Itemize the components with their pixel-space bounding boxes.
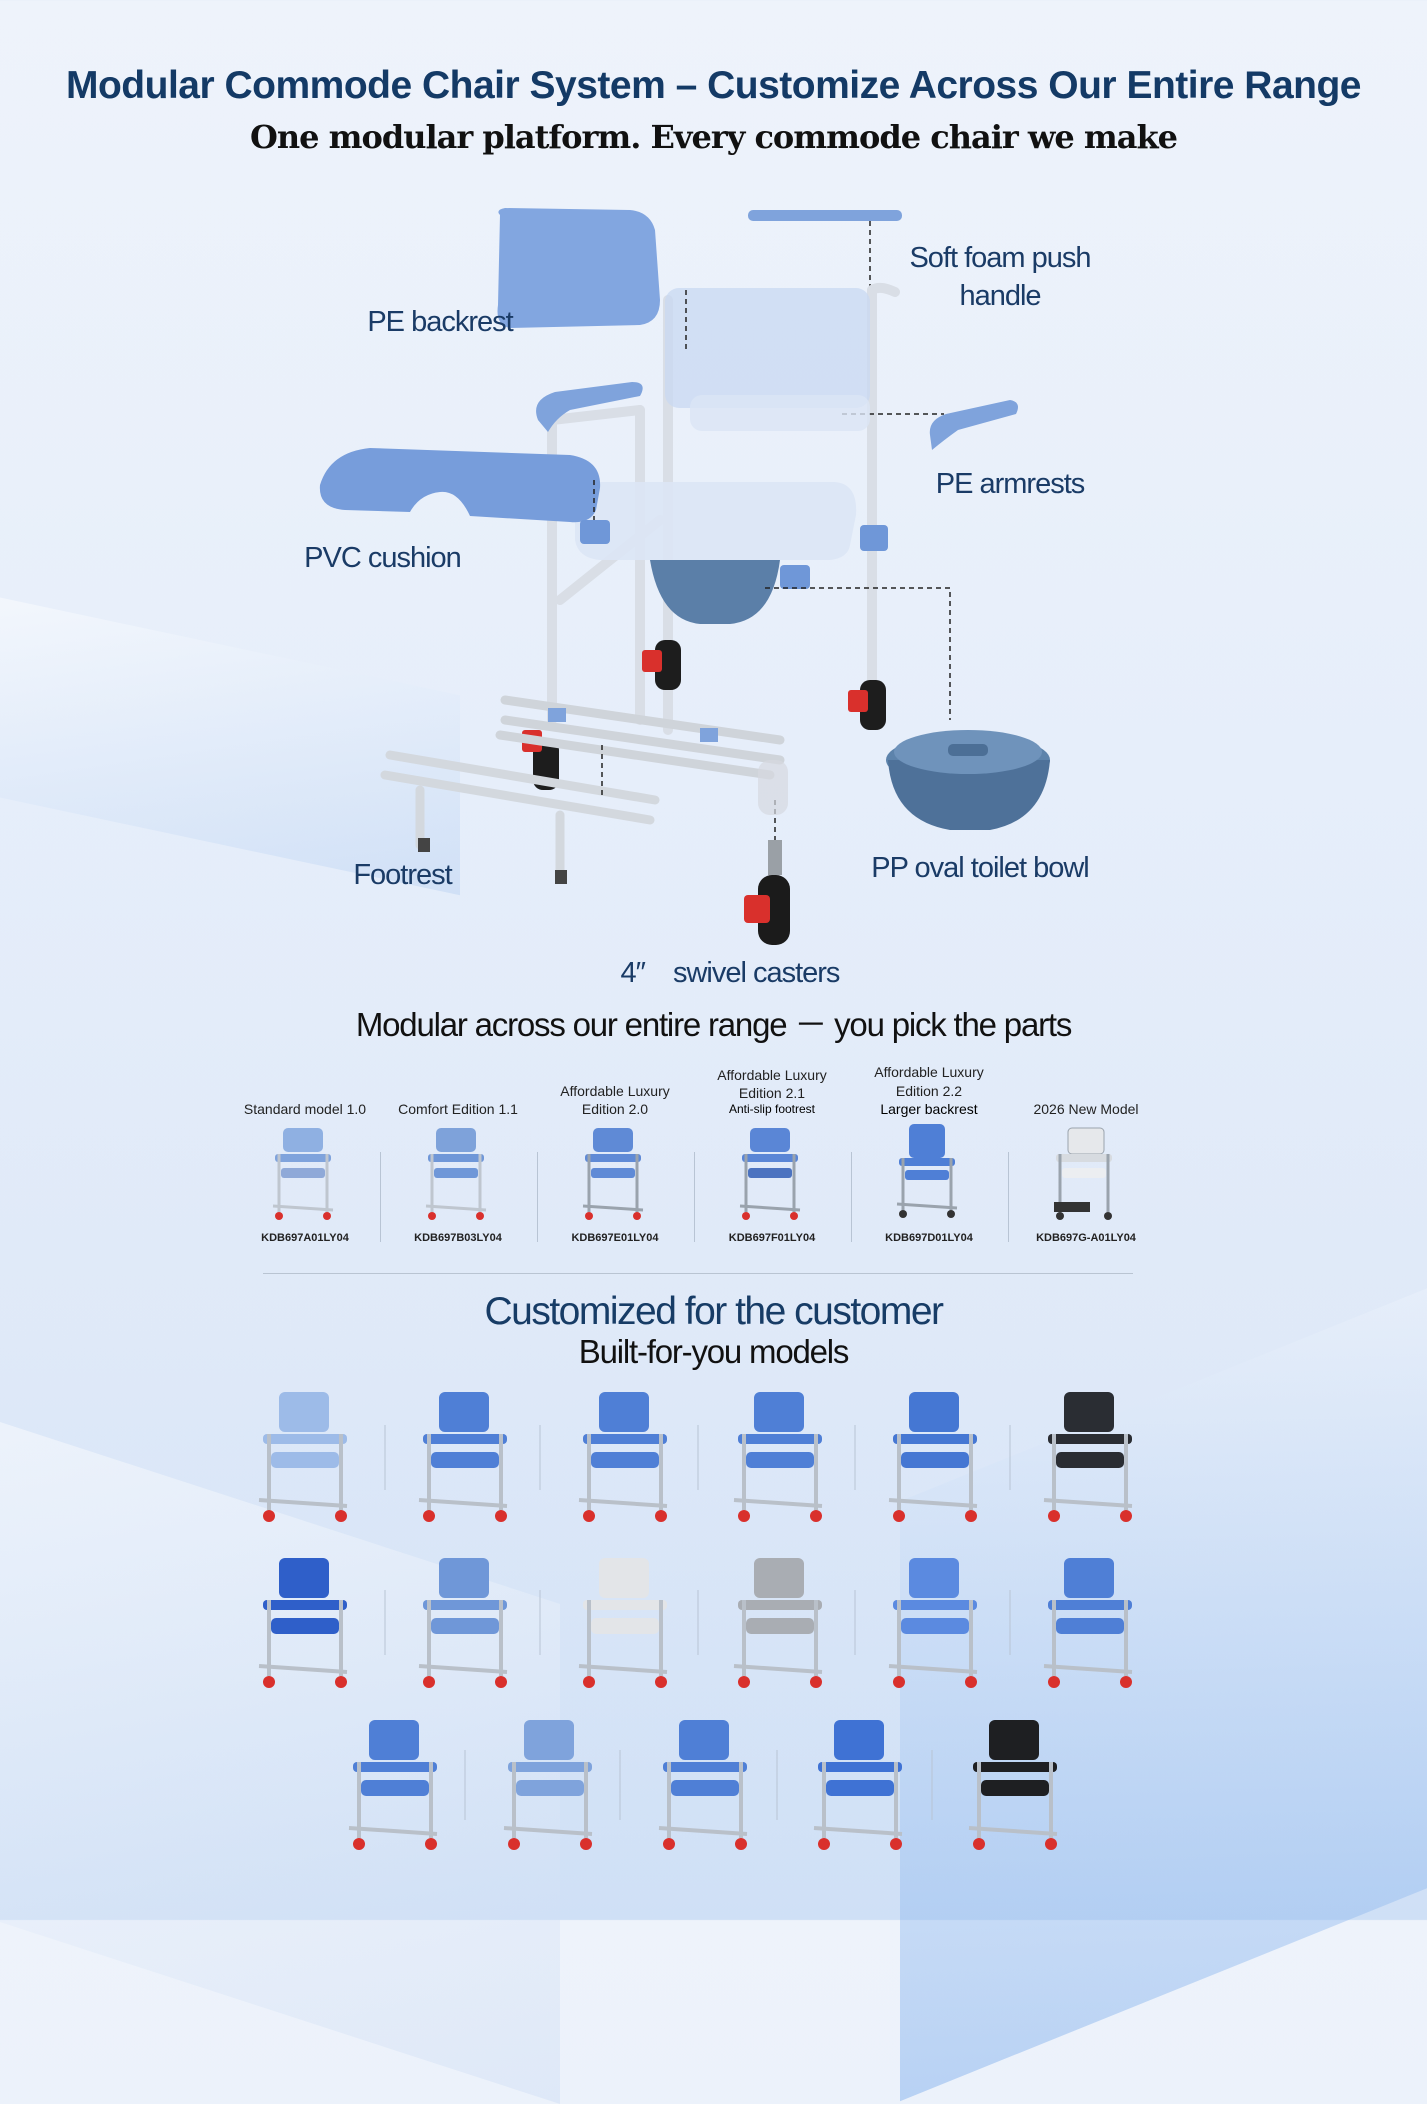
custom-chair <box>887 1390 979 1524</box>
chair-thumbnail <box>739 1128 801 1220</box>
model-code: KDB697A01LY04 <box>261 1232 349 1244</box>
model-name: 2026 New Model <box>1033 1100 1139 1117</box>
divider <box>851 1152 852 1242</box>
custom-chair <box>347 1718 439 1852</box>
custom-chair <box>1042 1390 1134 1524</box>
model-card: Comfort Edition 1.1 KDB697B03LY04 <box>383 1060 533 1244</box>
footrest-part <box>380 750 660 880</box>
custom-chair <box>732 1556 824 1690</box>
left-armrest-part <box>536 382 643 432</box>
section-divider <box>263 1273 1133 1274</box>
divider <box>1008 1152 1009 1242</box>
divider <box>537 1152 538 1242</box>
custom-chair <box>657 1718 749 1852</box>
page-subtitle: One modular platform. Every commode chai… <box>249 118 1178 156</box>
cushion-part <box>319 448 601 523</box>
seat-ghost <box>575 482 857 560</box>
label-push-handle: Soft foam push handle <box>909 242 1091 312</box>
custom-chair <box>1042 1556 1134 1690</box>
label-backrest: PE backrest <box>367 306 513 338</box>
bucket-in-chair <box>650 560 780 624</box>
custom-chair <box>967 1718 1059 1852</box>
model-name: Affordable Luxury Edition 2.0 <box>560 1082 670 1117</box>
custom-chair <box>577 1556 669 1690</box>
footrest-in-chair <box>495 695 785 780</box>
custom-chair <box>502 1718 594 1852</box>
custom-chair <box>577 1390 669 1524</box>
caster-part <box>744 840 790 945</box>
label-casters: 4″ swivel casters <box>620 957 841 989</box>
model-code: KDB697B03LY04 <box>414 1232 502 1244</box>
model-name: Comfort Edition 1.1 <box>398 1100 518 1117</box>
model-extra: Anti-slip footrest <box>728 1102 816 1117</box>
custom-chair <box>257 1390 349 1524</box>
backrest-ghost <box>665 288 870 408</box>
page-title: Modular Commode Chair System – Customize… <box>65 64 1362 107</box>
custom-models-grid <box>257 1390 1134 1852</box>
custom-chair <box>417 1556 509 1690</box>
backrest-part <box>497 208 660 328</box>
label-cushion: PVC cushion <box>304 542 462 574</box>
divider <box>694 1152 695 1242</box>
chair-thumbnail <box>272 1128 334 1220</box>
chair-thumbnail <box>425 1128 487 1220</box>
custom-chair <box>887 1556 979 1690</box>
model-card: Affordable Luxury Edition 2.0 KDB697E01L… <box>540 1060 690 1244</box>
right-armrest-part <box>929 400 1018 450</box>
custom-subtitle: Built-for-you models <box>578 1333 850 1370</box>
toilet-bowl-part <box>886 730 1050 830</box>
label-footrest: Footrest <box>353 859 452 891</box>
chair-thumbnail <box>1054 1127 1112 1220</box>
label-armrests: PE armrests <box>935 468 1086 500</box>
divider <box>380 1152 381 1242</box>
model-range-row: Standard model 1.0 KDB697A01LY04 Comfort… <box>230 1060 1139 1260</box>
custom-chair <box>257 1556 349 1690</box>
push-handle-part <box>748 210 902 221</box>
model-code: KDB697D01LY04 <box>885 1232 973 1244</box>
custom-chair <box>732 1390 824 1524</box>
label-bowl: PP oval toilet bowl <box>871 852 1089 884</box>
custom-chair <box>417 1390 509 1524</box>
model-code: KDB697E01LY04 <box>571 1232 659 1244</box>
model-name: Standard model 1.0 <box>243 1100 367 1117</box>
model-card: 2026 New Model KDB697G-A01LY04 <box>1011 1060 1161 1244</box>
model-code: KDB697F01LY04 <box>728 1232 816 1244</box>
custom-chair <box>812 1718 904 1852</box>
model-name: Affordable Luxury Edition 2.2 <box>874 1064 984 1099</box>
custom-title: Customized for the customer <box>484 1290 944 1333</box>
range-title: Modular across our entire range － you pi… <box>355 1006 1073 1043</box>
exploded-chair-illustration <box>319 208 1050 945</box>
model-name: Affordable Luxury Edition 2.1 <box>717 1067 827 1102</box>
model-extra: Larger backrest <box>880 1100 978 1117</box>
model-card: Standard model 1.0 KDB697A01LY04 <box>230 1060 380 1244</box>
chair-thumbnail <box>582 1128 644 1220</box>
model-code: KDB697G-A01LY04 <box>1036 1232 1136 1244</box>
chair-thumbnail <box>896 1124 958 1218</box>
